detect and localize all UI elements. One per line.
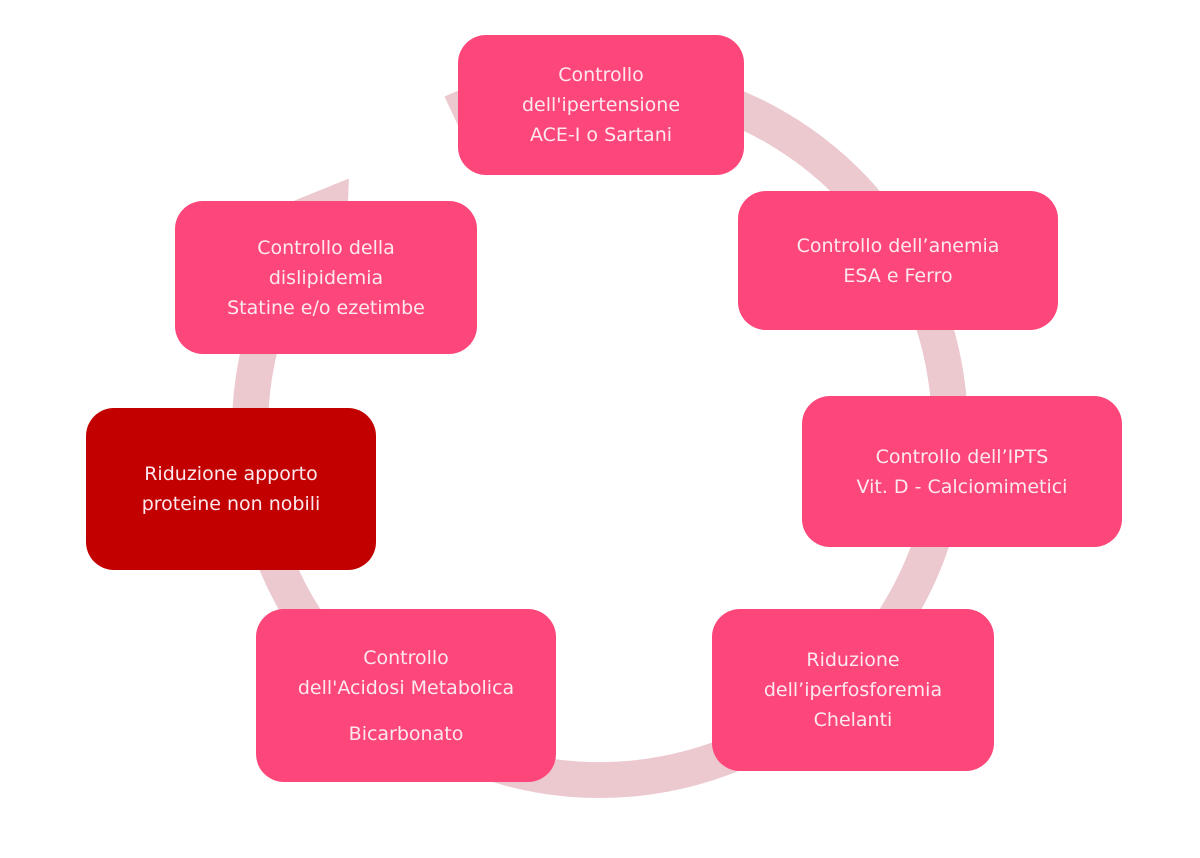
node-acidosi-line-3: Bicarbonato [348, 722, 464, 745]
node-proteine-line-2: proteine non nobili [141, 493, 321, 515]
node-acidosi-line-1: Controllo [363, 646, 449, 669]
node-proteine: Riduzione apporto proteine non nobili [86, 408, 376, 570]
node-acidosi: Controllo dell'Acidosi Metabolica Bicarb… [256, 609, 556, 782]
node-iperfosforemia-line-3: Chelanti [813, 709, 893, 731]
node-anemia-line-1: Controllo dell’anemia [796, 234, 1000, 257]
node-iperfosforemia-line-2: dell’iperfosforemia [763, 679, 943, 701]
node-dislipidemia-line-3: Statine e/o ezetimbe [227, 296, 425, 319]
node-ipertensione: Controllo dell'ipertensione ACE-I o Sart… [458, 35, 744, 175]
node-anemia: Controllo dell’anemia ESA e Ferro [738, 191, 1058, 330]
node-dislipidemia-line-2: dislipidemia [268, 266, 384, 289]
node-ipts-line-1: Controllo dell’IPTS [875, 445, 1049, 468]
node-ipertensione-line-2: dell'ipertensione [521, 94, 681, 116]
node-acidosi-line-2: dell'Acidosi Metabolica [297, 676, 515, 699]
node-iperfosforemia-line-1: Riduzione [806, 649, 900, 671]
node-dislipidemia-line-1: Controllo della [257, 236, 395, 259]
node-ipertensione-line-1: Controllo [558, 64, 644, 86]
node-dislipidemia: Controllo della dislipidemia Statine e/o… [175, 201, 477, 354]
node-ipts: Controllo dell’IPTS Vit. D - Calciomimet… [802, 396, 1122, 547]
node-ipertensione-line-3: ACE-I o Sartani [529, 124, 673, 146]
node-iperfosforemia: Riduzione dell’iperfosforemia Chelanti [712, 609, 994, 771]
node-anemia-line-2: ESA e Ferro [843, 264, 953, 287]
node-ipts-line-2: Vit. D - Calciomimetici [856, 475, 1068, 498]
node-proteine-line-1: Riduzione apporto [144, 463, 318, 485]
